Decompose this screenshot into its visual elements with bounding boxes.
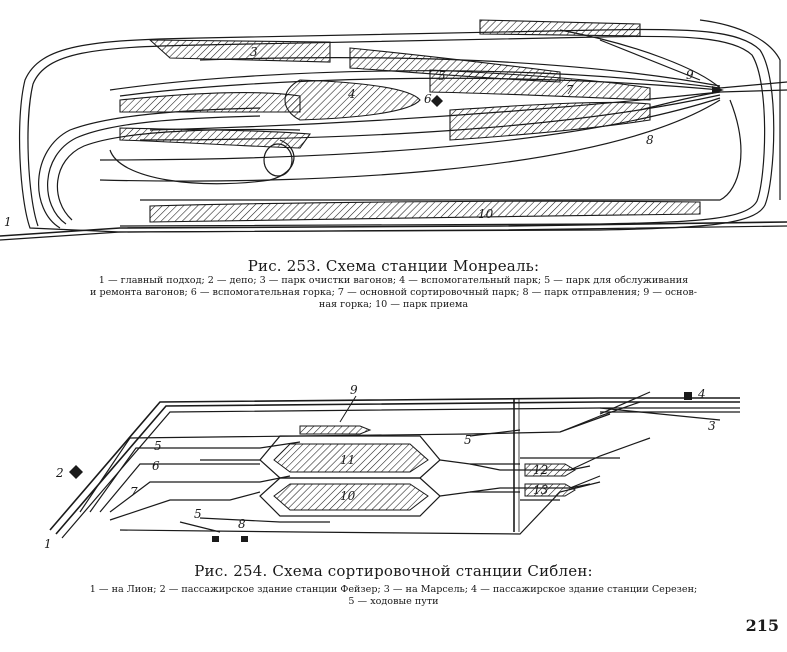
yard-near-4 (119, 91, 301, 113)
label-1: 1 (44, 537, 52, 551)
small-building-marker (212, 536, 219, 542)
siblen-track-diagram: 1 2 3 4 5 5 5 6 7 8 9 10 11 12 13 (44, 383, 740, 551)
label-1: 1 (4, 215, 12, 229)
legend-line: 5 — ходовые пути (348, 596, 439, 608)
label-7: 7 (566, 83, 574, 97)
page-number: 215 (745, 616, 779, 635)
yard-7-main-classification (429, 69, 651, 101)
siblen-yards (273, 425, 576, 511)
yard-9 (299, 425, 372, 435)
small-building-marker (241, 536, 248, 542)
main-hump-9-marker (712, 86, 724, 94)
label-6: 6 (424, 92, 432, 106)
label-11: 11 (340, 453, 355, 467)
figure-253-caption: Рис. 253. Схема станции Монреаль: (247, 257, 540, 275)
label-5: 5 (464, 433, 472, 447)
yard-8-departure (449, 101, 651, 141)
yard-10 (273, 483, 429, 511)
label-13: 13 (533, 483, 549, 497)
label-10: 10 (478, 207, 494, 221)
legend-line: ная горка; 10 — парк приема (318, 299, 469, 311)
montreal-track-diagram: 1 3 4 5 6 7 8 9 10 (0, 19, 787, 241)
label-7: 7 (130, 485, 138, 499)
label-9-leader (339, 395, 357, 423)
station-building-2-marker (69, 465, 83, 479)
figure-254-siblen-scheme: 1 2 3 4 5 5 5 6 7 8 9 10 11 12 13 (0, 372, 787, 560)
figure-254-legend: 1 — на Лион; 2 — пассажирское здание ста… (8, 584, 779, 608)
yard-13 (524, 483, 576, 497)
yard-upper-right (479, 19, 641, 37)
label-5: 5 (154, 439, 162, 453)
figure-253-legend: 1 — главный подход; 2 — депо; 3 — парк о… (8, 275, 779, 312)
label-12: 12 (533, 463, 548, 477)
figure-253-montreal-scheme: 1 3 4 5 6 7 8 9 10 (0, 0, 787, 252)
label-9: 9 (686, 68, 694, 82)
label-3: 3 (708, 419, 716, 433)
label-3: 3 (250, 45, 258, 59)
montreal-labels: 1 3 4 5 6 7 8 9 10 (4, 45, 694, 229)
yard-lower-left (119, 127, 312, 149)
siblen-tracks (49, 391, 740, 539)
label-4: 4 (697, 387, 706, 401)
yard-12 (524, 463, 576, 477)
auxiliary-hump-6-marker (431, 95, 443, 107)
yard-10-receiving (149, 200, 701, 223)
label-9: 9 (350, 383, 358, 397)
legend-line: 1 — главный подход; 2 — депо; 3 — парк о… (98, 275, 689, 286)
label-6: 6 (152, 459, 160, 473)
label-10: 10 (340, 489, 356, 503)
station-building-4-marker (684, 392, 692, 400)
legend-line: 1 — на Лион; 2 — пассажирское здание ста… (89, 584, 698, 595)
label-5: 5 (438, 69, 446, 83)
label-2: 2 (55, 466, 64, 480)
label-5: 5 (194, 507, 202, 521)
yard-11 (273, 443, 429, 473)
yard-3-car-cleaning (148, 39, 331, 63)
label-4: 4 (347, 87, 356, 101)
legend-line: и ремонта вагонов; 6 — вспомогательная г… (90, 287, 697, 299)
figure-254-caption: Рис. 254. Схема сортировочной станции Си… (194, 562, 593, 580)
siblen-labels: 1 2 3 4 5 5 5 6 7 8 9 10 11 12 13 (44, 383, 716, 551)
label-8: 8 (238, 517, 246, 531)
label-8: 8 (646, 133, 654, 147)
montreal-yards (119, 19, 701, 223)
